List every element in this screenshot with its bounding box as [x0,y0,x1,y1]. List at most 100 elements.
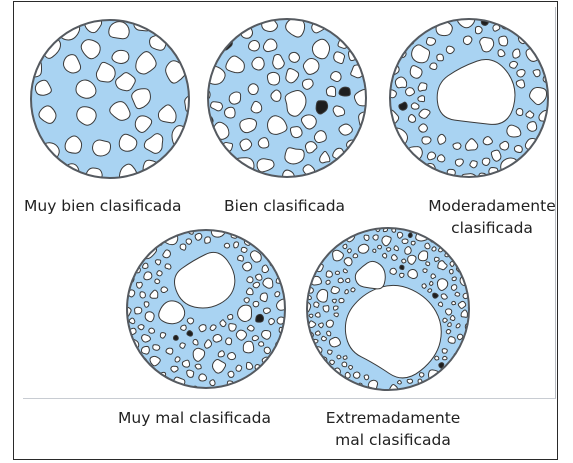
grain [423,269,427,273]
grain [161,287,168,293]
grain [323,306,329,312]
grain [411,241,415,245]
grain [129,318,135,324]
grain [140,292,145,298]
grain [364,235,369,240]
grain [210,380,215,386]
grain [326,320,333,327]
label-poorly-sorted: Muy mal clasificada [118,407,271,429]
grain [246,288,253,295]
grain [448,323,452,327]
grain [289,52,300,62]
grain [387,90,397,98]
grain [419,373,423,377]
grain [422,137,431,144]
label-moderately-sorted: Moderadamente clasificada [421,195,563,239]
grain [229,92,240,104]
grain [205,237,211,243]
grain [517,70,525,78]
grain [263,308,270,314]
grain [395,77,406,88]
grain [446,329,451,333]
grain [225,107,236,118]
grain [435,257,440,261]
dark-grain [408,233,412,238]
grain [145,312,154,322]
label-very-well-sorted: Muy bien clasificada [24,195,182,217]
grain [425,243,430,249]
grain [428,289,432,293]
dark-grain [433,293,438,298]
grain [470,161,477,168]
grain-sample-very-poorly-sorted [302,226,474,392]
grain [93,140,111,156]
grain [226,338,232,345]
grain [309,314,313,317]
grain [141,346,149,354]
grain [243,341,253,353]
grain [195,364,201,369]
grain [438,302,442,306]
dark-grain [339,87,350,96]
grain [112,50,129,63]
grain [186,239,192,244]
grain [482,158,490,165]
grain [228,315,233,320]
grain [426,37,435,45]
grain [373,249,376,252]
grain [343,244,347,248]
label-very-poorly-sorted-line-1: Extremadamente [318,407,468,429]
grain [135,307,142,314]
label-very-poorly-sorted-line-2: mal clasificada [318,429,468,451]
grain [335,271,339,274]
grain [149,328,155,333]
grain [247,277,253,283]
grain [437,54,444,61]
grain [241,247,247,252]
grain [243,262,252,271]
grain [451,285,457,291]
grain [327,331,331,336]
grain [40,143,59,162]
grain [437,155,444,162]
grain [426,262,430,266]
grain [339,124,352,135]
grain [247,325,254,331]
grain [228,353,236,360]
grain [382,253,386,258]
dark-grain [187,331,193,336]
grain [166,348,173,354]
grain [153,345,160,350]
grain [449,269,453,273]
grain [275,292,280,297]
grain [157,271,162,276]
grain [267,72,279,85]
grain [337,355,341,359]
grain [358,244,369,253]
grain [398,380,402,384]
grain [452,301,456,304]
grain [302,321,306,324]
grain [314,302,319,307]
grain [249,40,260,50]
grain-sample-very-well-sorted [29,18,191,180]
grain [143,263,148,268]
grain [334,313,338,317]
grain [443,318,447,322]
grain [165,264,171,269]
grain [516,108,523,115]
grain [137,282,143,288]
grain [138,325,144,330]
grain [342,362,347,367]
grain [259,342,264,346]
grain-sample-moderately-sorted [388,16,550,180]
grain [373,235,378,240]
grain-sample-well-sorted [206,16,368,180]
grain [238,255,244,261]
grain [195,233,202,240]
grain [328,350,333,354]
grain [331,287,339,294]
grain [499,36,508,46]
grain [443,356,447,359]
grain [303,58,319,74]
